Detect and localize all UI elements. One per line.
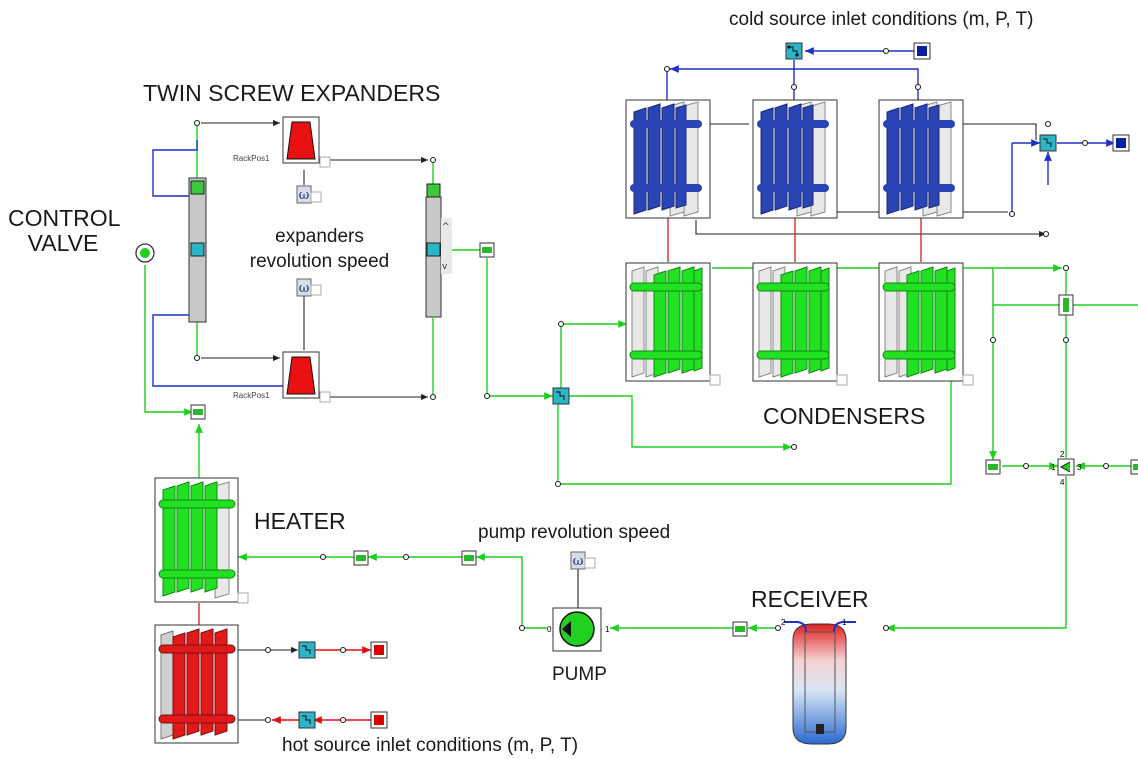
svg-text:4: 4 bbox=[1060, 478, 1065, 487]
control-valve-label: CONTROL VALVE bbox=[8, 205, 121, 256]
condensers-label: CONDENSERS bbox=[763, 403, 926, 429]
hot-mixer-block-bottom[interactable] bbox=[298, 711, 316, 729]
cold-source-block[interactable] bbox=[785, 42, 803, 60]
svg-text:3: 3 bbox=[1077, 463, 1082, 472]
expanders-speed-label: expanders revolution speed bbox=[249, 226, 390, 272]
control-lines bbox=[201, 119, 1046, 610]
condenser-cold-3[interactable] bbox=[878, 99, 964, 219]
pump-speed-label: pump revolution speed bbox=[478, 522, 671, 543]
expander-top[interactable] bbox=[282, 116, 331, 168]
svg-text:1: 1 bbox=[842, 618, 847, 627]
hot-source-inlet[interactable] bbox=[370, 711, 388, 729]
control-valve[interactable] bbox=[135, 243, 155, 263]
hot-side-hx[interactable] bbox=[154, 624, 239, 744]
hot-mixer-block-top[interactable] bbox=[298, 641, 316, 659]
rackpos-bottom-label: RackPos1 bbox=[233, 391, 270, 400]
cold-sink[interactable] bbox=[1112, 134, 1130, 152]
omega-symbol: ω bbox=[299, 281, 310, 296]
svg-text:2: 2 bbox=[781, 618, 786, 627]
rackpos-top-label: RackPos1 bbox=[233, 154, 270, 163]
receiver-tank[interactable]: 2 1 bbox=[781, 618, 856, 745]
omega-symbol: ω bbox=[573, 554, 584, 569]
svg-text:^: ^ bbox=[442, 222, 450, 232]
cold-source-label: cold source inlet conditions (m, P, T) bbox=[729, 9, 1034, 30]
heater-label: HEATER bbox=[254, 508, 346, 534]
hot-source-label: hot source inlet conditions (m, P, T) bbox=[282, 735, 579, 756]
pipe-block[interactable] bbox=[190, 404, 206, 420]
condenser-hot-1[interactable] bbox=[625, 262, 721, 386]
left-manifold[interactable] bbox=[188, 177, 207, 323]
condenser-cold-1[interactable] bbox=[625, 99, 711, 219]
pipe-block[interactable] bbox=[732, 621, 748, 637]
pump-speed-sensor[interactable]: ω bbox=[570, 551, 596, 570]
twin-screw-expanders-label: TWIN SCREW EXPANDERS bbox=[143, 80, 441, 106]
pipe-block[interactable] bbox=[479, 242, 495, 258]
condenser-cold-2[interactable] bbox=[752, 99, 838, 219]
svg-text:0: 0 bbox=[547, 625, 552, 634]
heater-hx[interactable] bbox=[154, 477, 249, 604]
receiver-label: RECEIVER bbox=[751, 586, 869, 612]
hot-source-lines bbox=[272, 646, 371, 724]
svg-text:1: 1 bbox=[1051, 463, 1056, 472]
omega-symbol: ω bbox=[299, 188, 310, 203]
hot-sink[interactable] bbox=[370, 641, 388, 659]
heat-links bbox=[198, 218, 922, 625]
cold-mixer-block[interactable] bbox=[1039, 134, 1057, 152]
junction-nodes bbox=[193, 47, 1110, 724]
pump[interactable]: 0 1 bbox=[547, 607, 610, 652]
pump-label: PUMP bbox=[552, 664, 607, 685]
right-manifold[interactable]: ^ v bbox=[425, 183, 452, 318]
expander-speed-sensor-top[interactable]: ω bbox=[296, 185, 322, 204]
condenser-hot-2[interactable] bbox=[752, 262, 848, 386]
pipe-block[interactable] bbox=[985, 459, 1001, 475]
svg-text:1: 1 bbox=[605, 625, 610, 634]
pipe-block[interactable] bbox=[353, 550, 369, 566]
expander-bottom[interactable] bbox=[282, 351, 331, 403]
expander-speed-sensor-mid[interactable]: ω bbox=[296, 278, 322, 297]
pipe-block[interactable] bbox=[1130, 459, 1138, 475]
condenser-hot-3[interactable] bbox=[878, 262, 974, 386]
flow-junction[interactable]: 2 1 3 4 bbox=[1051, 450, 1082, 487]
cold-source-inlet[interactable] bbox=[913, 42, 931, 60]
pipe-block[interactable] bbox=[461, 550, 477, 566]
flow-splitter[interactable] bbox=[552, 387, 570, 405]
pipe-block-vertical[interactable] bbox=[1058, 294, 1074, 316]
svg-text:v: v bbox=[442, 262, 448, 272]
svg-text:2: 2 bbox=[1060, 450, 1065, 459]
